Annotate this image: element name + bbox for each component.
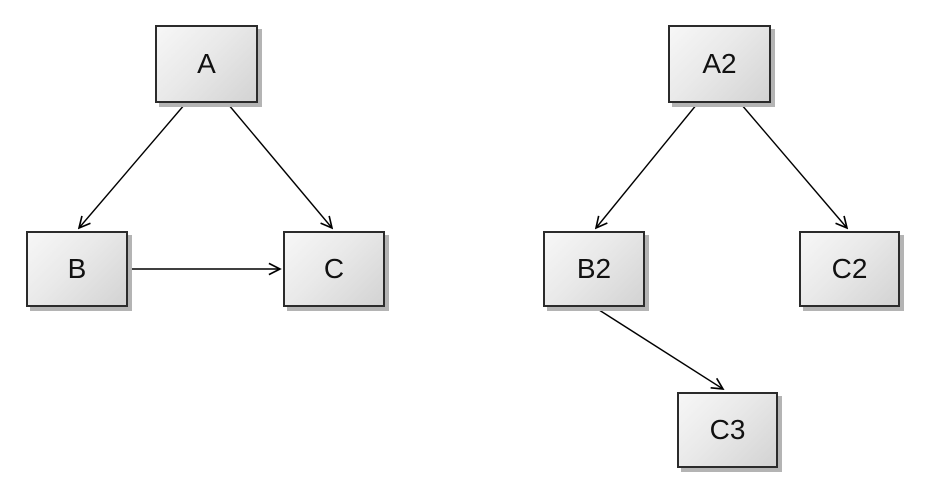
node-label-B: B [67, 253, 87, 284]
node-C3[interactable]: C3 [677, 392, 778, 468]
edge-A2-C2 [740, 103, 847, 228]
node-label-B2: B2 [576, 253, 612, 284]
node-label-A2: A2 [702, 48, 737, 79]
node-label-A: A [197, 48, 216, 79]
node-B[interactable]: B [26, 231, 128, 307]
node-label-C2: C2 [831, 253, 868, 284]
node-C[interactable]: C [283, 231, 385, 307]
edge-A2-B2 [596, 103, 698, 228]
node-C2[interactable]: C2 [799, 231, 900, 307]
node-A[interactable]: A [155, 25, 258, 103]
edge-A-B [79, 103, 186, 228]
node-A2[interactable]: A2 [668, 25, 771, 103]
node-label-C3: C3 [709, 414, 746, 445]
edge-B2-C3 [595, 307, 723, 389]
node-B2[interactable]: B2 [543, 231, 645, 307]
edge-A-C [227, 103, 332, 228]
node-label-C: C [323, 253, 345, 284]
